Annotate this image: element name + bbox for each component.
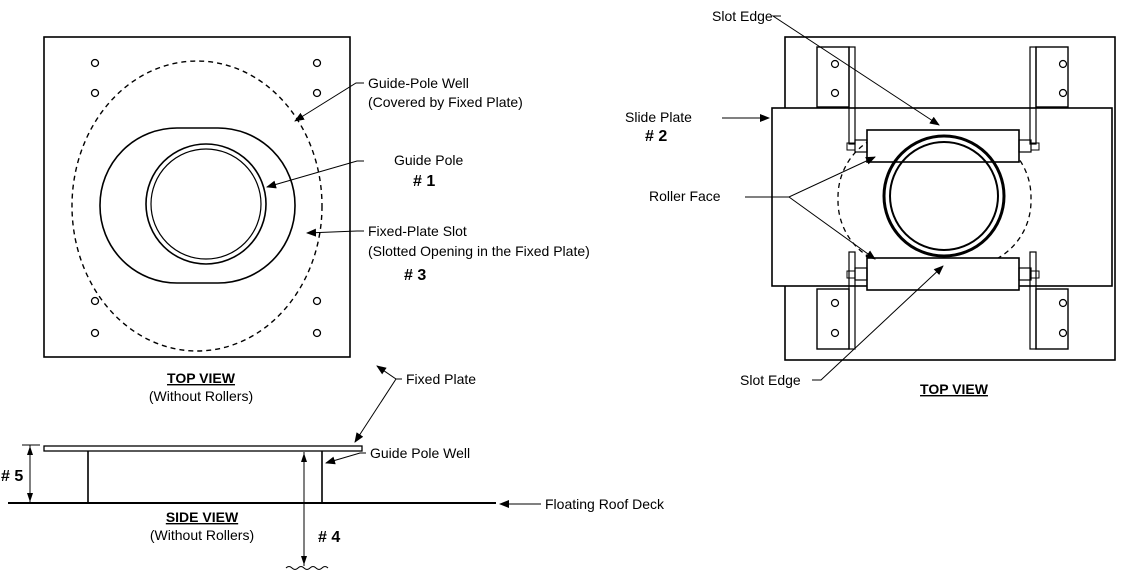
bracket-hole: [830, 88, 840, 98]
without-rollers-side: (Without Rollers): [150, 527, 254, 543]
guide-pole-well-dashed: [71, 60, 323, 352]
fixed-plate-side: [43, 445, 363, 452]
leader-slot-edge-bottom: [812, 265, 944, 381]
dim-4-arrow-down: [301, 556, 307, 565]
roller-face-label: Roller Face: [649, 188, 721, 204]
bracket-hole: [830, 328, 840, 338]
bracket-top-left-inner: [848, 46, 856, 145]
guide-pole-label: Guide Pole: [394, 152, 463, 168]
bracket-hole: [1058, 328, 1068, 338]
fixed-plate-slot-label: Fixed-Plate Slot: [368, 223, 467, 239]
dim-5-arrow-up: [27, 446, 33, 455]
bracket-bottom-right: [1035, 288, 1069, 350]
top-view-title-right: TOP VIEW: [920, 381, 989, 397]
floating-roof-deck-label: Floating Roof Deck: [545, 496, 665, 512]
bolt-hole: [90, 88, 100, 98]
roller-bottom: [866, 257, 1020, 291]
bracket-bottom-left-inner: [848, 251, 856, 350]
bolt-hole: [90, 58, 100, 68]
leader-guide-pole: [266, 160, 364, 189]
left-top-view: [43, 36, 351, 358]
num-4-label: # 4: [318, 529, 340, 546]
leader-guide-pole-well: [294, 82, 364, 122]
guide-pole-right-inner: [889, 141, 999, 251]
fixed-plate-slot-shape: [99, 127, 296, 284]
bracket-bottom-right-inner: [1029, 251, 1037, 350]
roller-top-nut-right: [1030, 142, 1040, 151]
bracket-bottom-left: [816, 288, 850, 350]
leader-roller-face-2: [788, 196, 876, 260]
leader-guide-pole-well-side: [325, 452, 366, 465]
fixed-plate-outline: [43, 36, 351, 358]
guide-pole-inner: [150, 148, 262, 260]
liquid-surface-wave: [285, 566, 329, 570]
num-2-label: # 2: [645, 128, 667, 145]
roller-bottom-nut-left: [846, 270, 856, 279]
bracket-hole: [1058, 298, 1068, 308]
leader-fixed-plate-2: [354, 378, 397, 443]
leader-fixed-plate-slot: [306, 228, 364, 237]
bracket-hole: [830, 298, 840, 308]
num-1-label: # 1: [413, 173, 435, 190]
fixed-plate-slot-note: (Slotted Opening in the Fixed Plate): [368, 243, 590, 259]
bracket-top-right: [1035, 46, 1069, 108]
bolt-hole: [312, 296, 322, 306]
dim-5-arrow-down: [27, 493, 33, 502]
bracket-hole: [1058, 59, 1068, 69]
fixed-plate-label: Fixed Plate: [406, 371, 476, 387]
dim-4-arrow-up: [301, 453, 307, 462]
bolt-hole: [312, 88, 322, 98]
bracket-top-right-inner: [1029, 46, 1037, 145]
bolt-hole: [90, 328, 100, 338]
guide-pole-well-note: (Covered by Fixed Plate): [368, 94, 523, 110]
without-rollers-top: (Without Rollers): [149, 388, 253, 404]
roller-top-nut-left: [846, 142, 856, 151]
guide-pole-well-label: Guide-Pole Well: [368, 75, 469, 91]
slot-edge-bottom-label: Slot Edge: [740, 372, 801, 388]
guide-pole-outer: [145, 143, 267, 265]
side-view-title: SIDE VIEW: [166, 509, 239, 525]
guide-pole-right-outer: [882, 134, 1006, 258]
slide-plate-label: Slide Plate: [625, 109, 692, 125]
bracket-hole: [1058, 88, 1068, 98]
num-3-label: # 3: [404, 267, 426, 284]
bolt-hole: [312, 328, 322, 338]
bolt-hole: [90, 296, 100, 306]
leader-fixed-plate-1: [376, 365, 402, 380]
guide-pole-well-side-label: Guide Pole Well: [370, 445, 470, 461]
leader-slot-edge-top-line: [771, 15, 940, 126]
roller-bottom-nut-right: [1030, 270, 1040, 279]
right-top-view: [771, 36, 1116, 361]
slot-edge-top-label: Slot Edge: [712, 8, 773, 24]
bracket-hole: [830, 59, 840, 69]
bracket-top-left: [816, 46, 850, 108]
bolt-hole: [312, 58, 322, 68]
top-view-title-left: TOP VIEW: [167, 370, 236, 386]
side-view: [8, 444, 496, 570]
num-5-label: # 5: [1, 468, 23, 485]
leader-slot-edge-top: [715, 16, 752, 121]
